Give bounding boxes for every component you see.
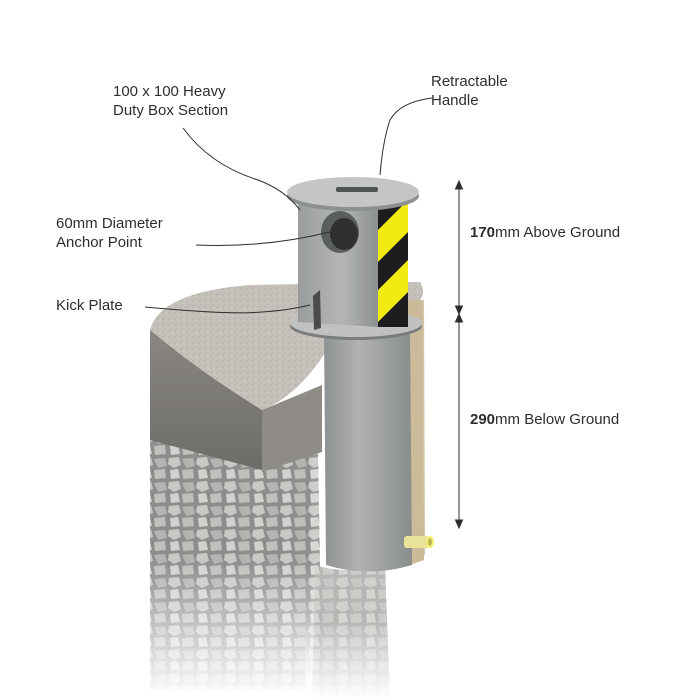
anchor-label-line2: Anchor Point <box>56 234 142 251</box>
top-cap <box>287 177 419 211</box>
above-ground-text: mm Above Ground <box>495 224 621 241</box>
anchor-label: 60mm Diameter Anchor Point <box>56 214 163 252</box>
handle-label: Retractable Handle <box>431 72 508 110</box>
ground-sleeve <box>324 321 412 572</box>
drain-pipe <box>404 536 434 548</box>
kick-plate-label-line1: Kick Plate <box>56 297 123 314</box>
box-section-label-line2: Duty Box Section <box>113 102 229 119</box>
kick-plate-label: Kick Plate <box>56 296 123 315</box>
retractable-handle <box>336 187 378 192</box>
box-section-label: 100 x 100 Heavy Duty Box Section <box>113 82 228 120</box>
dimension-arrows <box>454 179 464 530</box>
leader-lines <box>144 97 433 314</box>
below-ground-text: mm Below Ground <box>495 411 620 428</box>
handle-label-line1: Retractable <box>431 73 508 90</box>
below-ground-value: 290 <box>470 411 496 428</box>
hazard-stripes <box>378 195 408 327</box>
box-section-label-line1: 100 x 100 Heavy <box>113 83 226 100</box>
below-ground-dimension: 290mm Below Ground <box>470 410 619 429</box>
gravel-layer <box>140 440 405 700</box>
handle-label-line2: Handle <box>431 92 479 109</box>
above-ground-dimension: 170mm Above Ground <box>470 223 620 242</box>
box-section-post <box>298 195 408 330</box>
kick-slot <box>313 290 321 330</box>
anchor-label-line1: 60mm Diameter <box>56 215 163 232</box>
above-ground-value: 170 <box>470 224 496 241</box>
